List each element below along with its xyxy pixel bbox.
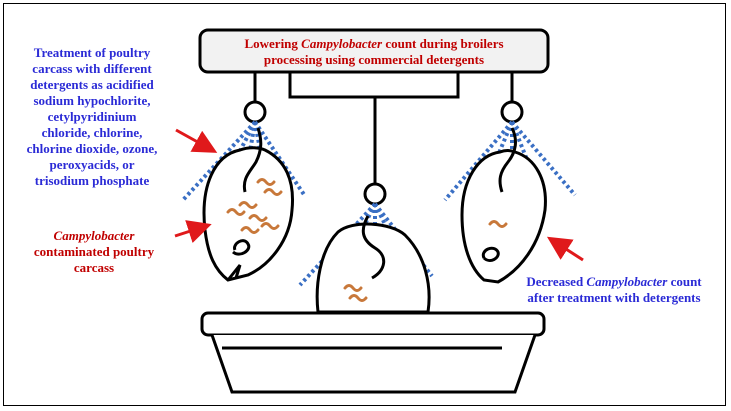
treatment-label: Treatment of poultry carcass with differ… <box>27 45 158 188</box>
svg-text:cetylpyridinium: cetylpyridinium <box>48 109 137 124</box>
carcass-icon-right <box>460 127 547 284</box>
conveyor-rail-icon <box>198 28 550 185</box>
decreased-label: Decreased Campylobacter count after trea… <box>526 274 702 305</box>
title-line-1: Lowering Campylobacter count during broi… <box>244 36 503 51</box>
title-line-2: processing using commercial detergents <box>264 52 484 67</box>
svg-text:Treatment of poultry: Treatment of poultry <box>34 45 151 60</box>
svg-text:chloride, chlorine,: chloride, chlorine, <box>42 125 143 140</box>
arrow-icon <box>174 128 584 262</box>
bacteria-icon <box>226 178 508 302</box>
svg-text:chlorine dioxide, ozone,: chlorine dioxide, ozone, <box>27 141 158 156</box>
svg-text:sodium hypochlorite,: sodium hypochlorite, <box>33 93 150 108</box>
svg-text:Campylobacter: Campylobacter <box>54 228 136 243</box>
svg-text:carcass: carcass <box>74 260 114 275</box>
tray-icon <box>200 311 546 394</box>
svg-text:carcass with different: carcass with different <box>32 61 152 76</box>
contaminated-label: Campylobacter contaminated poultry carca… <box>34 228 155 275</box>
svg-text:trisodium phosphate: trisodium phosphate <box>35 173 150 188</box>
svg-text:after treatment with detergent: after treatment with detergents <box>527 290 700 305</box>
svg-text:detergents as acidified: detergents as acidified <box>30 77 154 92</box>
svg-text:Decreased Campylobacter count: Decreased Campylobacter count <box>526 274 702 289</box>
carcass-icon-middle <box>315 215 431 314</box>
svg-text:peroxyacids, or: peroxyacids, or <box>50 157 135 172</box>
svg-text:contaminated poultry: contaminated poultry <box>34 244 155 259</box>
carcass-icon-left <box>202 127 295 282</box>
